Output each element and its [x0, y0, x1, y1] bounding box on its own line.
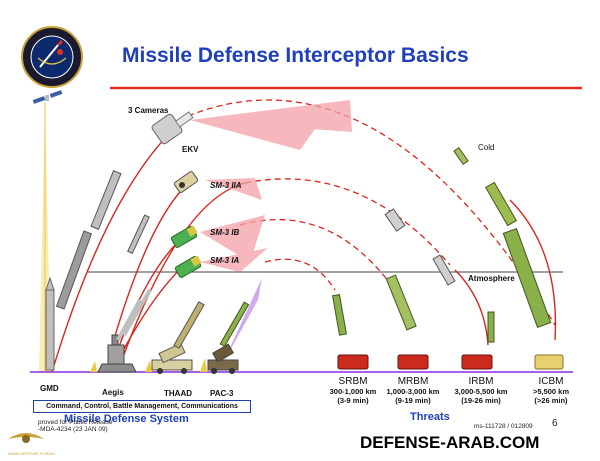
watermark: DEFENSE-ARAB.COM [360, 433, 540, 452]
ekv-icon [151, 111, 194, 145]
label-sm3-iia: SM-3 IIA [210, 181, 242, 190]
threat-mrbm-name: MRBM [397, 376, 429, 387]
threat-irbm-range: 3,000-5,500 km [454, 387, 508, 396]
sensor-beams [190, 100, 352, 272]
threats-section-label: Threats [410, 411, 450, 423]
threat-icbm-time: (>26 min) [534, 396, 568, 405]
satellite-icon [32, 90, 63, 104]
missile-defense-system-label: Missile Defense System [64, 413, 189, 425]
threat-irbm: IRBM 3,000-5,500 km (19-26 min) [446, 376, 516, 405]
sm3-ia-icon [174, 255, 202, 278]
threat-mrbm-range: 1,000-3,000 km [386, 387, 440, 396]
mda-seal [21, 26, 83, 88]
label-aegis: Aegis [102, 388, 124, 397]
c2bmc-box: Command, Control, Battle Management, Com… [33, 400, 251, 413]
irbm-missile [432, 254, 495, 343]
label-atmosphere: Atmosphere [468, 274, 515, 283]
threat-irbm-time: (19-26 min) [461, 396, 501, 405]
aegis-ship-icon [97, 334, 137, 373]
page-number: 6 [552, 418, 558, 429]
label-gmd: GMD [40, 384, 59, 393]
label-sm3-ib: SM-3 IB [210, 228, 240, 237]
mrbm-missile [385, 274, 417, 331]
label-ekv: EKV [182, 145, 199, 154]
label-pac3: PAC-3 [210, 389, 234, 398]
threat-icbm-name: ICBM [538, 376, 564, 387]
threat-srbm-range: 300-1,000 km [329, 387, 377, 396]
label-thaad: THAAD [164, 389, 192, 398]
page-title: Missile Defense Interceptor Basics [122, 44, 469, 67]
approved-release-text: proved for Public Release [38, 419, 113, 426]
threat-srbm-time: (3-9 min) [337, 396, 369, 405]
threat-icbm: ICBM >5,500 km (>26 min) [522, 376, 580, 405]
label-3-cameras: 3 Cameras [128, 106, 169, 115]
aegis-missiles [116, 288, 152, 341]
approved-release-ref: -MDA-4234 (23 JAN 09) [38, 426, 108, 433]
threat-icbm-range: >5,500 km [532, 387, 570, 396]
gmd-missiles [45, 170, 150, 371]
pac3-beam [222, 278, 262, 365]
slide-ref: ms-111728 / 012809 [474, 423, 533, 430]
sm3-ib-icon [170, 225, 198, 248]
sm3-iia-icon [173, 171, 199, 193]
threat-mrbm-time: (9-19 min) [395, 396, 431, 405]
threat-srbm: SRBM 300-1,000 km (3-9 min) [323, 376, 383, 405]
pac3-launcher-icon [207, 301, 250, 374]
label-cold: Cold [478, 143, 495, 152]
threat-irbm-name: IRBM [468, 376, 494, 387]
forum-logo-icon [8, 433, 44, 443]
threat-srbm-name: SRBM [338, 376, 368, 387]
forum-logo-text: ARAB DEFENSE FORUM [8, 451, 55, 456]
srbm-missile [331, 294, 347, 336]
thaad-launcher-icon [151, 301, 205, 374]
icbm-missile [384, 147, 552, 329]
launch-flashes [90, 358, 207, 372]
threat-mrbm: MRBM 1,000-3,000 km (9-19 min) [378, 376, 448, 405]
threat-launchers [337, 354, 564, 370]
label-sm3-ia: SM-3 IA [210, 256, 240, 265]
